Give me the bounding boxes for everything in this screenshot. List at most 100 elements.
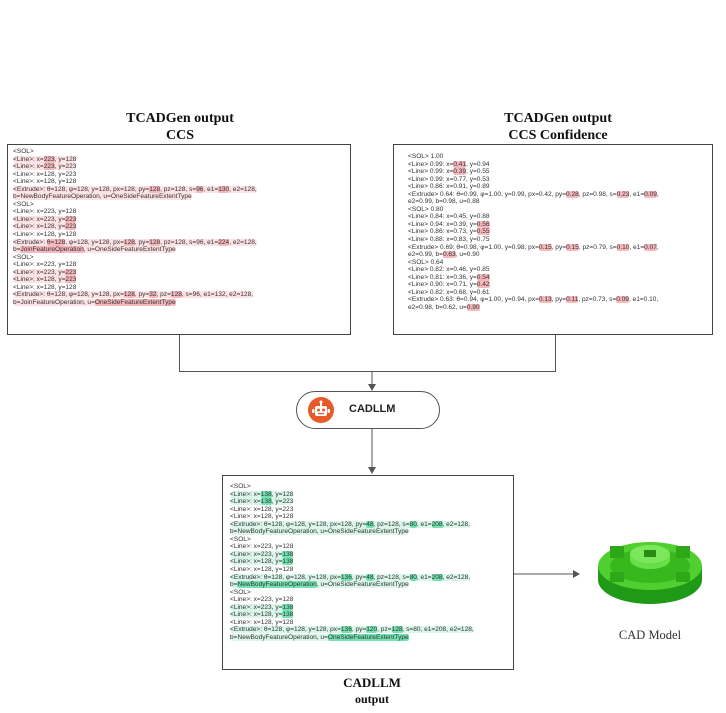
code-line: <Line>: x=128, y=128 bbox=[13, 231, 257, 239]
code-line: <Line>: x=128, y=138 bbox=[230, 611, 474, 619]
code-token: <Extrude> 0.64: θ=0.99, φ=1.00, y=0.99, … bbox=[408, 190, 567, 198]
code-token: , e2=128, bbox=[442, 520, 471, 528]
code-token: , e1= bbox=[629, 243, 645, 251]
code-line: <SOL> bbox=[13, 201, 257, 209]
code-token: <Line>: x=128, y= bbox=[13, 276, 66, 284]
code-line-text: <Line>: x=223, y=223 bbox=[13, 215, 77, 223]
highlighted-token: OneSideFeatureExtentType bbox=[94, 298, 176, 306]
highlighted-token: 138 bbox=[282, 611, 294, 619]
code-line: <Line> 0.99: x=0.39, y=0.55 bbox=[408, 168, 659, 176]
highlighted-token: JoinFeatureOperation bbox=[20, 246, 84, 254]
code-line-text: <Line>: x=223, y=223 bbox=[13, 163, 77, 171]
code-line: <SOL> bbox=[230, 536, 474, 544]
code-token: , pz=128, s= bbox=[160, 185, 197, 193]
highlighted-token: 138 bbox=[260, 490, 272, 498]
code-token: , pz=128, s= bbox=[373, 573, 410, 581]
code-token: <Line>: x= bbox=[13, 163, 44, 171]
highlighted-token: OneSideFeatureExtentType bbox=[327, 633, 409, 641]
ccs-panel: <SOL><Line>: x=223, y=128<Line>: x=223, … bbox=[7, 144, 351, 335]
code-line-text: <SOL> 1.00 bbox=[408, 153, 443, 160]
code-line: <Line>: x=223, y=223 bbox=[13, 268, 257, 277]
code-token: , pz=0.73, s= bbox=[578, 296, 617, 304]
highlighted-token: 208 bbox=[431, 520, 443, 528]
highlighted-token: 0.42 bbox=[476, 281, 490, 289]
code-token: <Line>: x=223, y=128 bbox=[13, 208, 77, 216]
highlighted-token: 80 bbox=[409, 520, 417, 528]
code-line-text: b=NewBodyFeatureOperation, u=OneSideFeat… bbox=[13, 193, 192, 201]
code-token: <SOL> bbox=[230, 588, 251, 596]
code-line: <SOL> bbox=[13, 148, 257, 156]
highlighted-token: 138 bbox=[282, 558, 294, 566]
code-line-text: <Line>: x=223, y=128 bbox=[230, 596, 293, 603]
ccs-code: <SOL><Line>: x=223, y=128<Line>: x=223, … bbox=[13, 148, 257, 306]
code-token: <Line>: x=128, y= bbox=[230, 558, 283, 566]
code-token: <SOL> 0.64 bbox=[408, 258, 444, 266]
highlighted-token: 0.13 bbox=[538, 296, 552, 304]
code-line-text: <Line> 0.99: x=0.77, y=0.53 bbox=[408, 176, 490, 183]
confidence-title-line2: CCS Confidence bbox=[508, 128, 608, 143]
code-line: b=JoinFeatureOperation, u=OneSideFeature… bbox=[13, 298, 257, 307]
highlighted-token: 0.07 bbox=[644, 243, 657, 251]
arrow-to-model-head bbox=[573, 570, 580, 578]
highlighted-token: 0.56 bbox=[476, 220, 490, 228]
code-line-text: <Line>: x=128, y=128 bbox=[13, 178, 76, 185]
code-line-text: e2=0.99, b=0.98, u=0.88 bbox=[408, 198, 480, 205]
arrow-to-output-head bbox=[368, 467, 376, 474]
code-token: <Line>: x=223, y=128 bbox=[13, 261, 77, 269]
arrow-to-cadllm-head bbox=[368, 384, 376, 391]
code-line: <Line>: x=128, y=223 bbox=[13, 276, 257, 284]
code-line-text: <Line>: x=223, y=223 bbox=[13, 268, 77, 276]
code-line: <Line>: x=128, y=128 bbox=[13, 284, 257, 292]
code-token: <Line> 0.82: x=0.68, y=0.61 bbox=[408, 288, 490, 296]
code-token: , e2=128, bbox=[229, 238, 257, 246]
code-line-text: <Extrude>: θ=128, φ=128, y=128, px=128, … bbox=[230, 520, 471, 528]
code-line: <Extrude>: θ=128, φ=128, y=128, px=128, … bbox=[13, 185, 257, 194]
code-token: , u=OneSideFeatureExtentType bbox=[83, 246, 176, 254]
code-token: , φ=128, y=128, px= bbox=[65, 238, 124, 246]
code-token: <Line>: x=223, y=128 bbox=[230, 543, 294, 551]
highlighted-token: 138 bbox=[260, 498, 272, 506]
code-line: <Line>: x=128, y=128 bbox=[230, 513, 474, 521]
code-token: , e2=128, bbox=[442, 573, 471, 581]
code-line: <Extrude> 0.63: θ=0.94, φ=1.00, y=0.94, … bbox=[408, 296, 659, 304]
code-line-text: <Line>: x=128, y=128 bbox=[230, 566, 293, 573]
code-token: <Line>: x=128, y=223 bbox=[230, 505, 294, 513]
code-line-text: <Line> 0.82: x=0.46, y=0.85 bbox=[408, 266, 490, 273]
code-token: <Line>: x=128, y=128 bbox=[230, 513, 294, 521]
output-title-line1: CADLLM bbox=[343, 675, 401, 690]
code-line-text: <Line> 0.84: x=0.45, y=0.88 bbox=[408, 213, 490, 220]
highlighted-token: 128 bbox=[123, 291, 135, 299]
code-token: , py= bbox=[134, 238, 150, 246]
code-line: <Line>: x=223, y=128 bbox=[230, 596, 474, 604]
code-line: <SOL> bbox=[13, 254, 257, 262]
code-line: <Line>: x=128, y=223 bbox=[13, 223, 257, 231]
highlighted-token: 128 bbox=[170, 291, 182, 299]
code-token: <Line> 0.99: x=0.77, y=0.53 bbox=[408, 175, 490, 183]
output-title: CADLLM output bbox=[282, 675, 462, 707]
code-token: <Line> 0.94: x=0.39, y= bbox=[408, 220, 477, 228]
ccs-title: TCADGen output CCS bbox=[90, 110, 270, 144]
code-line: <Extrude>: θ=128, φ=128, y=128, px=128, … bbox=[13, 291, 257, 299]
code-line: <Line>: x=128, y=223 bbox=[230, 506, 474, 514]
highlighted-token: 223 bbox=[65, 276, 77, 284]
highlighted-token: 0.10 bbox=[616, 243, 630, 251]
code-line-text: <Extrude>: θ=128, φ=128, y=128, px=136, … bbox=[230, 626, 474, 634]
code-line-text: <Line>: x=223, y=128 bbox=[13, 155, 77, 163]
code-line-text: <Line>: x=128, y=223 bbox=[13, 276, 77, 284]
code-line: <Line>: x=128, y=128 bbox=[13, 178, 257, 186]
code-token: <Line>: x=128, y=128 bbox=[13, 231, 77, 239]
code-token: <Line> 0.81: x=0.36, y= bbox=[408, 273, 477, 281]
code-token: <Line>: x= bbox=[230, 490, 261, 498]
code-token: <Line>: x=223, y=128 bbox=[230, 596, 294, 604]
code-token: , bbox=[656, 190, 659, 198]
highlighted-token: 128 bbox=[391, 626, 403, 634]
code-line-text: <Line>: x=223, y=138 bbox=[230, 550, 294, 558]
highlighted-token: 224 bbox=[218, 238, 230, 246]
code-token: , u=0.90 bbox=[455, 251, 480, 259]
code-line: <Line>: x=223, y=138 bbox=[230, 603, 474, 612]
cad-model-caption: CAD Model bbox=[618, 628, 682, 642]
code-line: <SOL> 0.80 bbox=[408, 206, 659, 214]
output-code: <SOL><Line>: x=138, y=128<Line>: x=138, … bbox=[230, 483, 474, 641]
code-line-text: b=NewBodyFeatureOperation, u=OneSideFeat… bbox=[230, 528, 409, 536]
code-line: <Line> 0.82: x=0.46, y=0.85 bbox=[408, 266, 659, 274]
